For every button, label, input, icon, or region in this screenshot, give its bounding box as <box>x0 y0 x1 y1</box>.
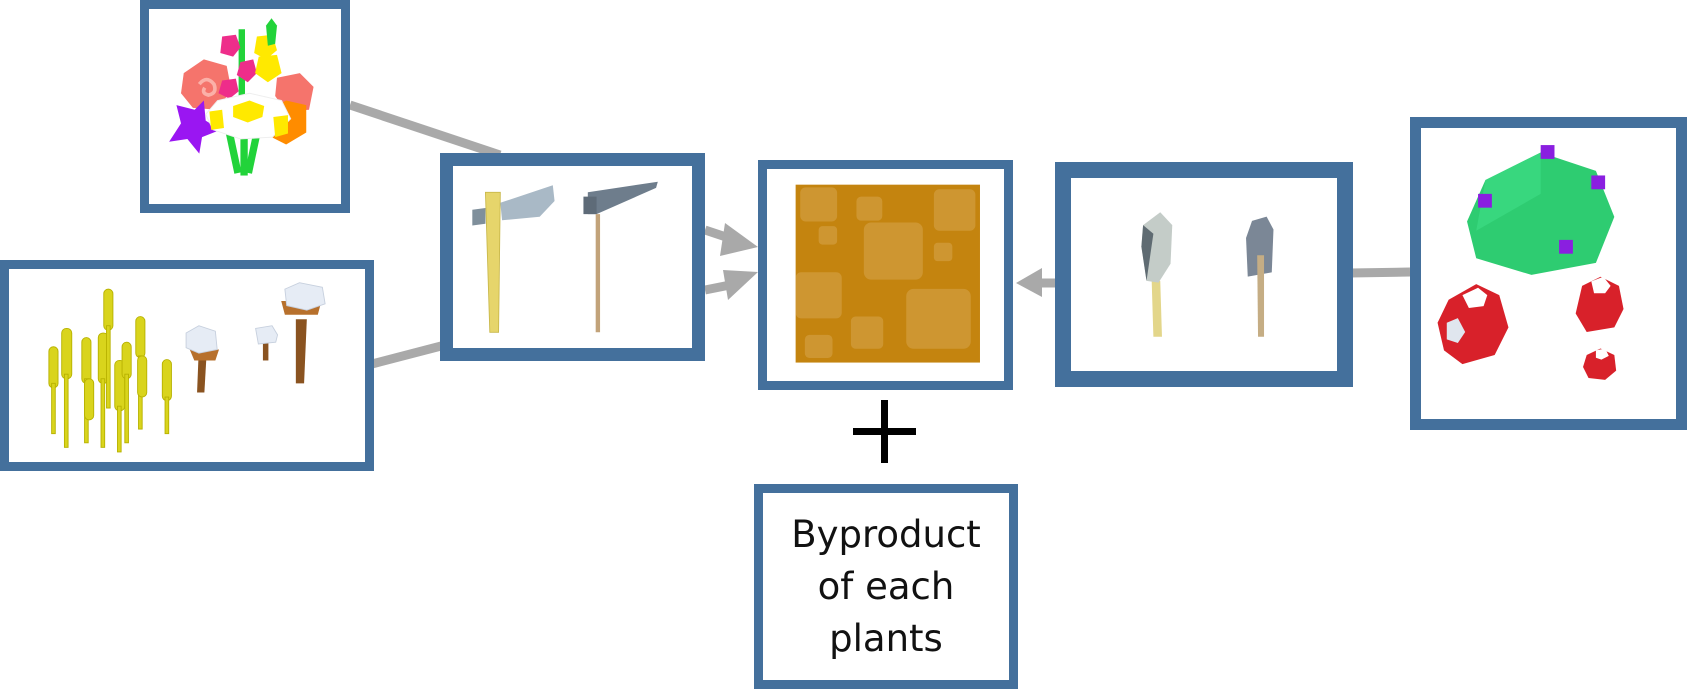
mushroom-icon <box>1437 145 1624 380</box>
byproduct-box: Byproduct of each plants <box>754 484 1018 689</box>
plus-operator <box>853 400 917 464</box>
pickaxe-scythe-icon <box>472 181 658 333</box>
edge-flowers-to-tools <box>348 100 502 160</box>
arrow-head-2 <box>723 270 758 300</box>
shovel-icon <box>1141 212 1274 337</box>
harvest-tools-box <box>440 153 705 361</box>
fungi-box <box>1410 117 1687 430</box>
byproduct-label: Byproduct of each plants <box>791 512 981 660</box>
flowers-icon <box>169 18 314 176</box>
arrow-head-3 <box>1016 268 1042 297</box>
edge-crops-to-tools <box>370 340 447 369</box>
crops-box <box>0 260 374 471</box>
arrow-head-1 <box>720 223 758 256</box>
dig-tools-box <box>1055 162 1353 387</box>
soil-box <box>758 160 1013 390</box>
soil-icon <box>795 184 980 363</box>
wheat-cotton-icon <box>48 282 326 453</box>
flowers-box <box>140 0 350 213</box>
edge-fungi-to-dig-tools <box>1349 267 1411 278</box>
